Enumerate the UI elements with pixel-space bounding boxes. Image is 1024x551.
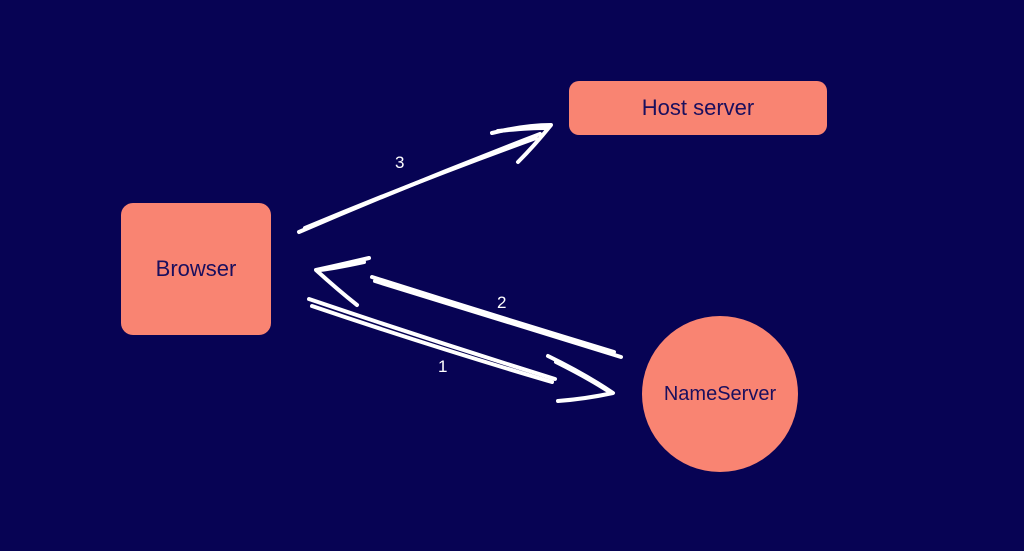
browser-node: Browser (121, 203, 271, 335)
host-server-node: Host server (569, 81, 827, 135)
edge-3-arrow (297, 123, 553, 234)
edge-1-arrow (307, 297, 615, 403)
edge-3-label: 3 (395, 153, 405, 172)
edge-2-arrow (314, 256, 623, 359)
nameserver-label: NameServer (663, 382, 777, 405)
browser-label: Browser (155, 256, 237, 281)
host-server-label: Host server (641, 95, 755, 120)
nameserver-node: NameServer (642, 316, 798, 472)
edge-2-label: 2 (497, 293, 507, 312)
edge-1-label: 1 (438, 357, 448, 376)
